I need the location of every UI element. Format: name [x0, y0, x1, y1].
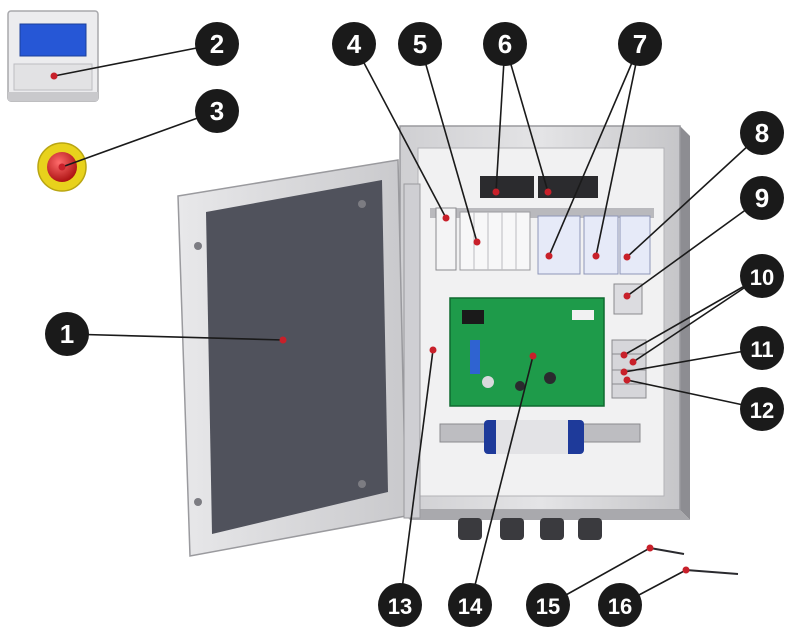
- leader-line-10: [623, 275, 763, 356]
- temperature-sensor-15: [649, 547, 685, 555]
- callout-15: 15: [526, 583, 570, 627]
- callout-circle: [618, 22, 662, 66]
- leader-line-9: [626, 197, 763, 297]
- circuit-breakers: [435, 207, 531, 271]
- callout-label: 11: [750, 337, 773, 362]
- pointer-dot-7: [592, 252, 600, 260]
- callout-circle: [740, 111, 784, 155]
- callout-13: 13: [378, 583, 422, 627]
- leader-line-13: [399, 349, 434, 606]
- pointer-dot-10: [620, 351, 628, 359]
- pointer-dot-6: [492, 188, 500, 196]
- controller-pcb: [449, 297, 605, 407]
- leader-line-3: [61, 110, 218, 168]
- pointer-dot-5: [473, 238, 481, 246]
- callout-circle: [526, 583, 570, 627]
- callout-label: 6: [498, 29, 512, 59]
- remote-display-panel: [7, 10, 99, 102]
- callout-1: 1: [45, 312, 89, 356]
- callout-label: 15: [536, 594, 560, 619]
- battery-pack: [484, 420, 584, 454]
- callout-circle: [378, 583, 422, 627]
- callout-circle: [195, 89, 239, 133]
- pointer-dot-12: [623, 376, 631, 384]
- cable-glands: [458, 518, 602, 540]
- temperature-sensor-16: [685, 569, 739, 575]
- leader-line-8: [626, 132, 763, 258]
- leader-line-10: [632, 275, 763, 363]
- callout-label: 12: [750, 398, 774, 423]
- callout-label: 10: [750, 265, 774, 290]
- pointer-dot-11: [620, 368, 628, 376]
- callout-circle: [195, 22, 239, 66]
- pointer-dot-2: [50, 72, 58, 80]
- callout-4: 4: [332, 22, 376, 66]
- callout-label: 2: [210, 29, 224, 59]
- callout-3: 3: [195, 89, 239, 133]
- leader-line-14: [469, 355, 534, 606]
- callout-label: 8: [755, 118, 769, 148]
- pointer-dot-14: [529, 352, 537, 360]
- pointer-dot-6: [544, 188, 552, 196]
- callout-circle: [740, 176, 784, 220]
- relay-blocks: [537, 215, 651, 275]
- pointer-dot-15: [646, 544, 654, 552]
- callout-label: 7: [633, 29, 647, 59]
- callout-label: 14: [458, 594, 483, 619]
- callout-10: 10: [740, 254, 784, 298]
- leader-line-1: [66, 333, 284, 341]
- callout-2: 2: [195, 22, 239, 66]
- leader-line-4: [353, 43, 447, 219]
- callout-9: 9: [740, 176, 784, 220]
- callout-circle: [332, 22, 376, 66]
- callout-circle: [740, 326, 784, 370]
- callout-label: 5: [413, 29, 427, 59]
- callout-8: 8: [740, 111, 784, 155]
- din-rail-top: [430, 208, 654, 218]
- pointer-dot-9: [623, 292, 631, 300]
- callout-circle: [740, 254, 784, 298]
- callout-circle: [598, 583, 642, 627]
- leader-line-12: [626, 379, 763, 410]
- callout-label: 4: [347, 29, 362, 59]
- callout-11: 11: [740, 326, 784, 370]
- callout-circle: [45, 312, 89, 356]
- pointer-dot-10: [629, 358, 637, 366]
- pointer-dot-7: [545, 252, 553, 260]
- callout-circle: [740, 387, 784, 431]
- display-screen: [19, 23, 87, 57]
- callout-16: 16: [598, 583, 642, 627]
- callout-5: 5: [398, 22, 442, 66]
- pointer-dot-1: [279, 336, 287, 344]
- callout-circle: [483, 22, 527, 66]
- leader-line-5: [419, 43, 478, 243]
- leader-line-6: [495, 43, 506, 193]
- callout-circle: [398, 22, 442, 66]
- leader-line-2: [53, 43, 218, 77]
- callout-circle: [448, 583, 492, 627]
- callout-label: 13: [388, 594, 412, 619]
- pointer-dot-13: [429, 346, 437, 354]
- leader-line-11: [623, 347, 763, 373]
- pointer-dot-3: [58, 163, 66, 171]
- callout-label: 9: [755, 183, 769, 213]
- pointer-dot-16: [682, 566, 690, 574]
- pointer-dot-4: [442, 214, 450, 222]
- leader-line-7: [595, 43, 641, 257]
- pointer-dot-8: [623, 253, 631, 261]
- leader-line-7: [548, 43, 641, 257]
- callout-label: 3: [210, 96, 224, 126]
- callout-7: 7: [618, 22, 662, 66]
- fan-vents: [480, 176, 598, 198]
- callout-14: 14: [448, 583, 492, 627]
- callout-6: 6: [483, 22, 527, 66]
- enclosure-door: [177, 159, 407, 557]
- callout-12: 12: [740, 387, 784, 431]
- callout-label: 16: [608, 594, 632, 619]
- leader-line-6: [504, 43, 549, 193]
- callout-label: 1: [60, 319, 74, 349]
